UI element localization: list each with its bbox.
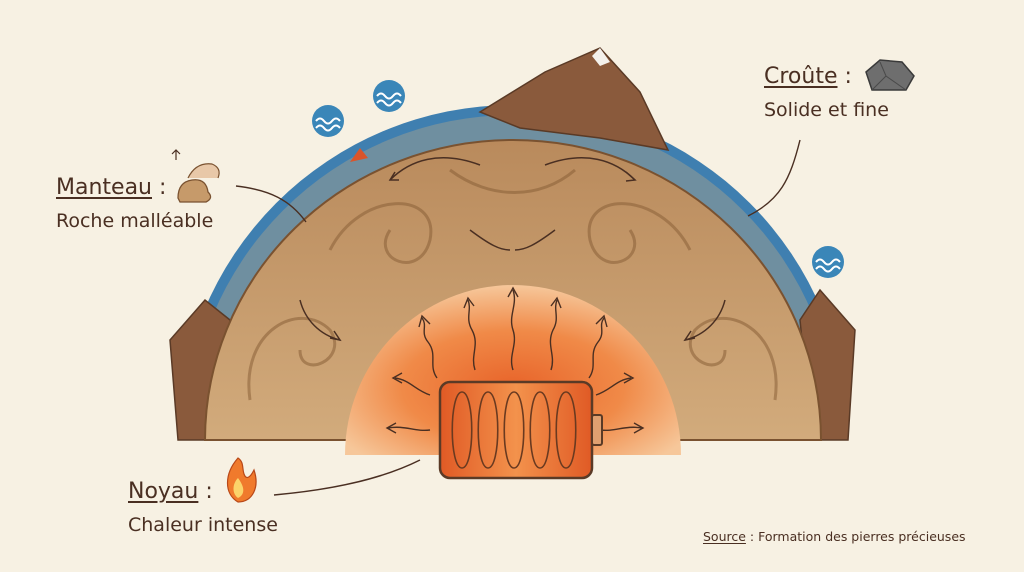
wave-icon [373,80,405,112]
leader-lines [235,139,801,496]
battery-coil-icon [438,380,603,480]
volcano [350,148,368,162]
core-label: Noyau : Chaleur intense [128,481,278,535]
crust-title: Croûte [764,64,838,89]
source-note: Source : Formation des pierres précieuse… [703,529,966,544]
mountain-icon [478,47,670,151]
flame-icon [226,457,257,503]
snow-cap [592,48,610,66]
source-key: Source [703,529,746,544]
mantle-leader [235,185,307,223]
malleable-rock-hand-icon [171,149,220,203]
core-leader [273,459,421,496]
source-text: Formation des pierres précieuses [758,529,966,544]
mantle-description: Roche malléable [56,210,214,232]
core-title: Noyau [128,479,199,504]
rock-icon [865,59,915,91]
crust-leader [747,139,801,217]
source-separator: : [749,529,755,544]
wave-icon [812,246,844,278]
mantle-title: Manteau [56,175,152,200]
wave-icon [312,105,344,137]
crust-label: Croûte : Solide et fine [764,66,889,120]
mantle-swirls [247,168,778,401]
crust-colon: : [844,64,852,89]
heat-wave-arrow-icon [385,286,645,434]
mantle-label: Manteau : Roche malléable [56,177,213,231]
mantle-colon: : [159,175,167,200]
crust-description: Solide et fine [764,99,889,121]
convection-arrow-icon [299,157,726,342]
core-colon: : [205,479,213,504]
core-description: Chaleur intense [128,514,278,536]
